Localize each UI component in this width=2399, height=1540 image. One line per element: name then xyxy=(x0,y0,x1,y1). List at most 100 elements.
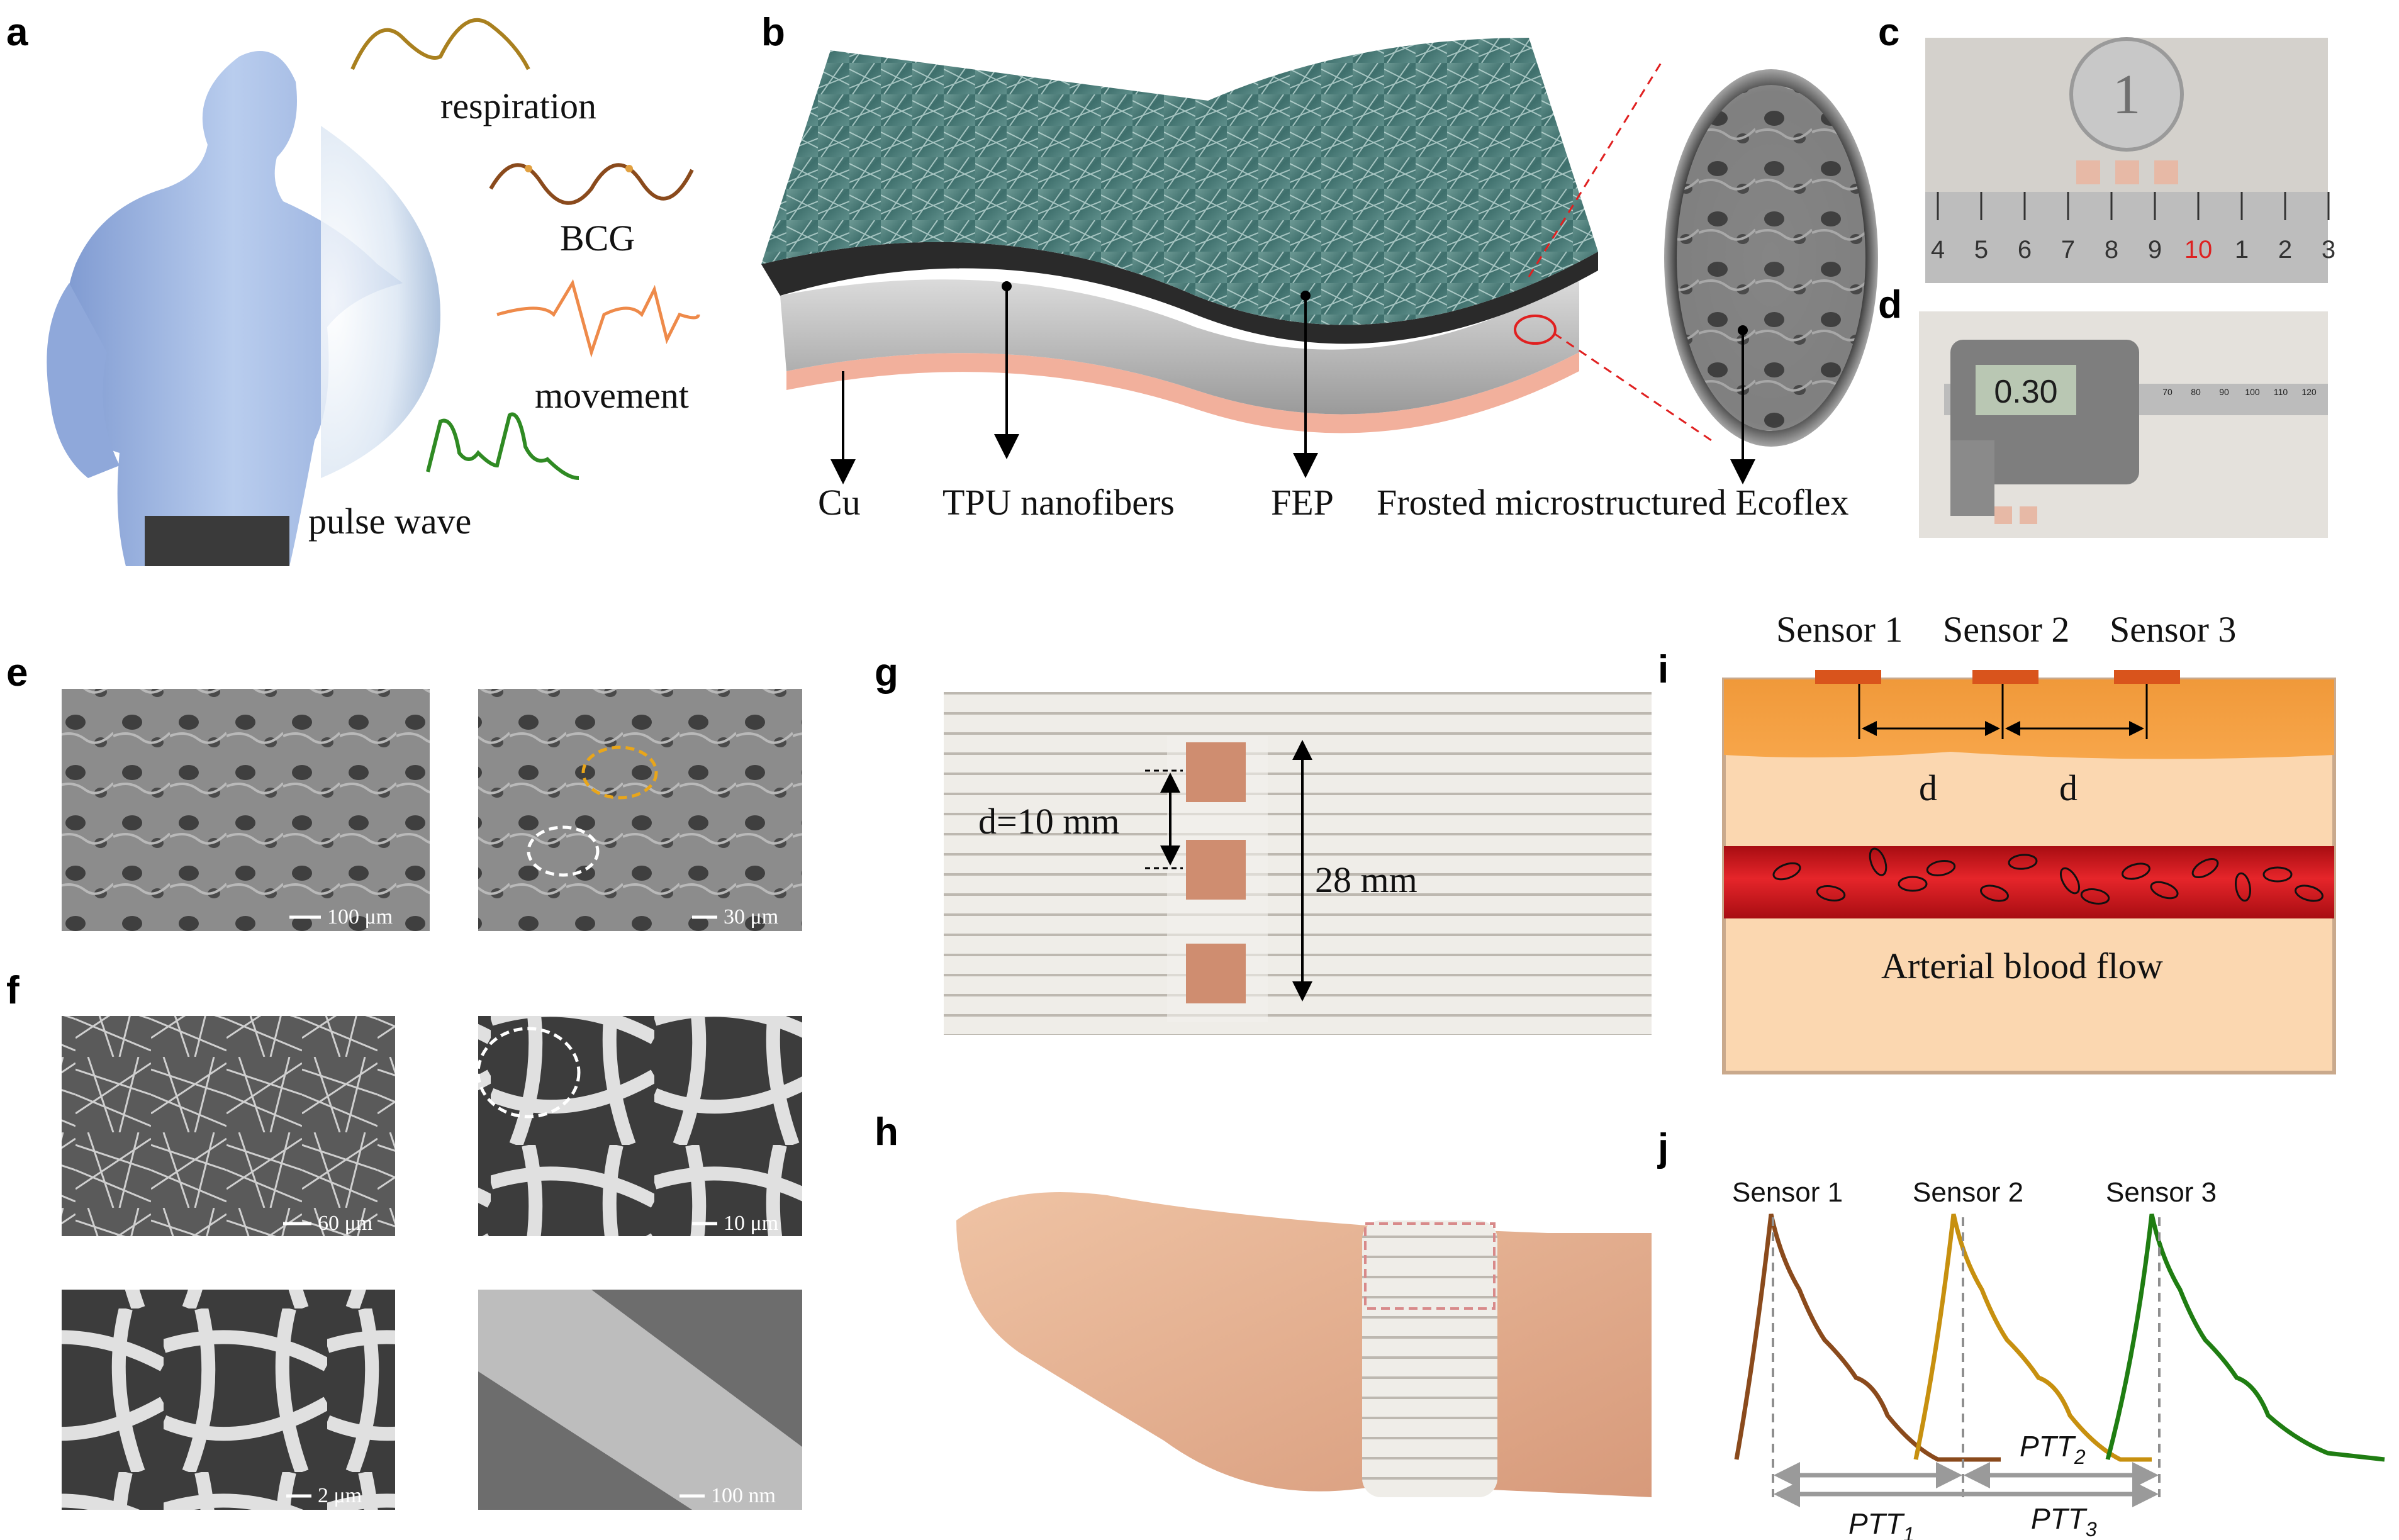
panel-f: f 60 μm 10 μm 2 μm 100 nm xyxy=(6,969,802,1510)
sensor-region-box xyxy=(1364,1222,1496,1310)
label-spacing: d=10 mm xyxy=(978,801,1119,842)
caliper-ticks: 70 80 90 100 110 120 xyxy=(2162,387,2317,397)
blood-cells xyxy=(1772,847,2324,905)
sensor-2-pad xyxy=(1972,670,2038,684)
blood-cell xyxy=(2191,857,2219,879)
i-sensor-1: Sensor 1 xyxy=(1776,609,1903,650)
trace-sensor-2 xyxy=(1913,1214,2152,1462)
panel-j: j Sensor 1 Sensor 2 Sensor 3 PTT2 PTT1 P… xyxy=(1657,1126,2385,1540)
ruler-tick-label: 2 xyxy=(2278,236,2292,264)
svg-text:1: 1 xyxy=(2113,64,2141,126)
pore-marker-yellow xyxy=(581,745,658,800)
label-pulse-wave: pulse wave xyxy=(308,501,471,542)
d-chip-1 xyxy=(1994,506,2012,524)
blood-cell xyxy=(2080,888,2110,905)
panel-b: b Cu TPU nanofibers FEP Frosted microstr… xyxy=(761,11,1878,523)
blood-cell xyxy=(1926,860,1956,876)
caliper-tick-label: 100 xyxy=(2245,387,2260,397)
blood-cell xyxy=(1898,876,1928,892)
scale-f4: 100 nm xyxy=(711,1484,776,1507)
sensor-shield xyxy=(321,126,440,478)
pulse-wave xyxy=(426,412,579,480)
caliper-display xyxy=(1976,365,2076,415)
zoom-source-circle xyxy=(1514,315,1557,345)
caliper-tick-label: 80 xyxy=(2191,387,2201,397)
label-bcg: BCG xyxy=(560,218,635,259)
j-sensor-2: Sensor 2 xyxy=(1913,1177,2023,1208)
label-ptt3: PTT3 xyxy=(2031,1502,2097,1540)
i-distance-2: d xyxy=(2059,767,2077,808)
panel-h: h xyxy=(875,1110,1652,1510)
panel-j-letter: j xyxy=(1657,1126,1669,1169)
panel-e-letter: e xyxy=(6,651,28,695)
label-movement: movement xyxy=(535,375,689,416)
blood-cell xyxy=(1980,884,2009,902)
sem-e2 xyxy=(478,689,802,931)
caliper-tick-label: 90 xyxy=(2219,387,2229,397)
label-ecoflex: Frosted microstructured Ecoflex xyxy=(1377,482,1849,523)
sensor-chip-3 xyxy=(2154,160,2178,184)
ruler-tick-label: 10 xyxy=(2184,236,2213,264)
sensor-pad-2 xyxy=(1186,840,1246,900)
scale-f3: 2 μm xyxy=(318,1484,362,1507)
label-fep: FEP xyxy=(1271,482,1334,523)
caliper-tick-label: 70 xyxy=(2162,387,2173,397)
blood-cell xyxy=(1869,847,1887,876)
fep-layer xyxy=(761,242,1598,344)
blood-cell xyxy=(2262,866,2293,883)
layer-leaders xyxy=(830,286,1755,484)
sem-f1 xyxy=(62,1016,395,1236)
i-sensor-2: Sensor 2 xyxy=(1943,609,2069,650)
trace-sensor-3 xyxy=(2105,1214,2385,1462)
panel-g-letter: g xyxy=(875,651,898,695)
zoom-line-bottom xyxy=(1553,332,1712,442)
d-chip-2 xyxy=(2020,506,2037,524)
panel-g: g d=10 mm 28 mm xyxy=(875,651,1652,1035)
panel-c-letter: c xyxy=(1878,11,1899,54)
label-cu: Cu xyxy=(818,482,861,523)
panel-d-letter: d xyxy=(1878,283,1902,326)
ruler-c xyxy=(1925,192,2328,283)
coin xyxy=(2069,37,2184,152)
ruler-tick-label: 8 xyxy=(2105,236,2118,264)
blood-cell xyxy=(2295,884,2324,902)
pulse-traces xyxy=(1734,1214,2385,1462)
j-sensor-1: Sensor 1 xyxy=(1732,1177,1843,1208)
j-sensor-3: Sensor 3 xyxy=(2106,1177,2217,1208)
sensor-1-pad xyxy=(1815,670,1881,684)
sensor-pad-3 xyxy=(1186,944,1246,1003)
panel-i-letter: i xyxy=(1658,648,1669,691)
label-ptt1: PTT1 xyxy=(1848,1507,1915,1540)
scale-e2: 30 μm xyxy=(724,905,778,929)
cu-layer xyxy=(786,352,1579,433)
sensor-pad-1 xyxy=(1186,742,1246,802)
sensor-band-photo xyxy=(944,692,1652,1035)
blood-cell xyxy=(2235,872,2251,902)
caliper-tick-label: 120 xyxy=(2301,387,2317,397)
panel-e: e 100 μm 30 μm xyxy=(6,651,802,931)
bcg-wave xyxy=(489,163,694,205)
label-respiration: respiration xyxy=(440,86,596,126)
panel-b-letter: b xyxy=(761,11,785,54)
label-tpu: TPU nanofibers xyxy=(942,482,1175,523)
blood-cell xyxy=(1816,885,1846,901)
blood-cell xyxy=(2150,881,2179,900)
sem-e1 xyxy=(62,689,430,931)
i-distance-1: d xyxy=(1919,767,1937,808)
peak-guides xyxy=(1772,1217,2161,1497)
blood-cell xyxy=(1772,862,1801,881)
ruler-tick-label: 4 xyxy=(1931,236,1945,264)
tpu-layer xyxy=(761,38,1598,325)
panel-i: i Sensor 1 Sensor 2 Sensor 3 d d Arteria… xyxy=(1658,609,2336,1074)
sensor-chip-2 xyxy=(2115,160,2139,184)
ruler-tick-label: 3 xyxy=(2322,236,2335,264)
sem-f3 xyxy=(62,1290,395,1510)
movement-wave xyxy=(496,279,700,358)
zoom-line-top xyxy=(1528,62,1662,277)
blood-cell xyxy=(2059,867,2081,895)
caliper-tick-label: 110 xyxy=(2274,387,2288,397)
ruler-tick-label: 6 xyxy=(2018,236,2032,264)
